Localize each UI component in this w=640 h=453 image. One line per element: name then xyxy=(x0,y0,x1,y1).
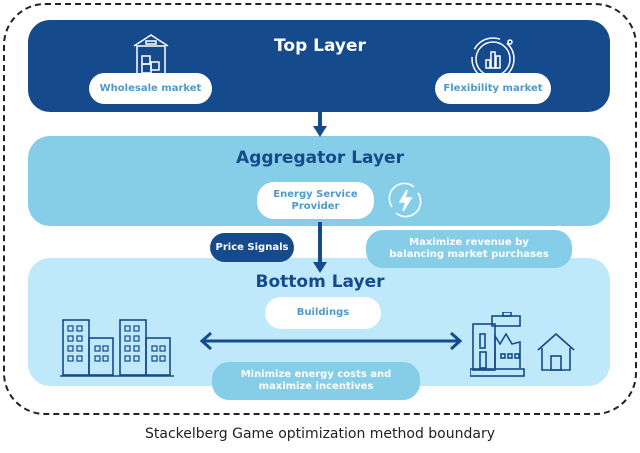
buildings-pill: Buildings xyxy=(265,297,381,329)
boundary-caption: Stackelberg Game optimization method bou… xyxy=(144,426,495,442)
factory-and-house-icon xyxy=(470,312,575,377)
flexibility-market-pill: Flexibility market xyxy=(435,73,551,104)
down-arrow-aggregator xyxy=(313,222,327,273)
stackelberg-boundary xyxy=(3,3,637,415)
bottom-layer-goal-pill: Minimize energy costs and maximize incen… xyxy=(212,362,420,400)
energy-cycle-icon xyxy=(388,182,422,218)
top-layer-title: Top Layer xyxy=(274,36,366,56)
bottom-layer-title: Bottom Layer xyxy=(255,272,385,292)
price-signals-pill: Price Signals xyxy=(210,233,294,262)
down-arrow-top xyxy=(313,88,327,137)
wholesale-market-pill: Wholesale market xyxy=(89,73,212,104)
energy-service-provider-pill: Energy Service Provider xyxy=(257,182,374,219)
apartment-buildings-icon xyxy=(60,319,174,377)
aggregator-goal-pill: Maximize revenue by balancing market pur… xyxy=(366,230,572,268)
aggregator-layer-title: Aggregator Layer xyxy=(236,148,404,168)
bidirectional-arrow xyxy=(199,331,463,351)
